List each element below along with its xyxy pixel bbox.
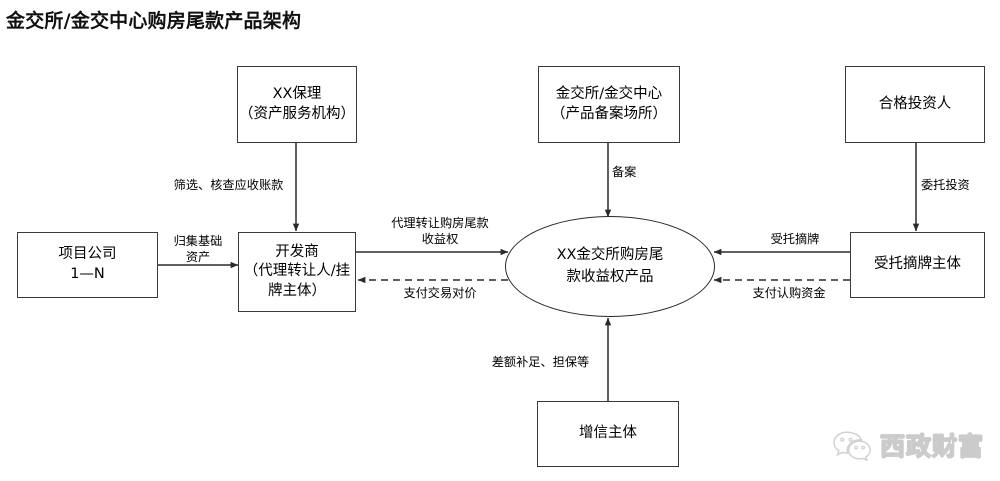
node-project-company-line2: 1—N [70,266,105,282]
edge-label-investor-to-bidder: 委托投资 [921,178,970,192]
edge-label-project-to-developer-line1: 归集基础 [173,234,223,248]
node-developer-line3: 牌主体） [268,282,326,299]
node-credit-enhancer-line1: 增信主体 [579,425,637,442]
node-exchange[interactable]: 金交所/金交中心 （产品备案场所） [538,66,680,143]
node-exchange-line1: 金交所/金交中心 [555,85,663,102]
node-bidder[interactable]: 受托摘牌主体 [850,232,985,298]
node-factoring-line2: （资产服务机构） [239,105,355,122]
node-factoring[interactable]: XX保理 （资产服务机构） [237,66,357,143]
node-credit-enhancer[interactable]: 增信主体 [537,401,679,467]
page-title: 金交所/金交中心购房尾款产品架构 [6,10,302,32]
node-developer[interactable]: 开发商 （代理转让人/挂 牌主体） [238,232,356,312]
node-exchange-line2: （产品备案场所） [551,105,667,122]
node-product[interactable]: XX金交所购房尾 款收益权产品 [505,216,715,317]
edge-label-enhancer-to-product: 差额补足、担保等 [491,355,590,369]
edge-label-bidder-to-product: 受托摘牌 [770,232,820,246]
watermark-brand: 西政财富 [879,432,984,462]
node-product-line2: 款收益权产品 [566,268,654,285]
node-developer-line2: （代理转让人/挂 [243,263,351,280]
edge-label-bidder-pay-product: 支付认购资金 [752,286,826,300]
node-project-company[interactable]: 项目公司 1—N [17,232,158,298]
edge-label-product-to-developer: 支付交易对价 [403,286,477,300]
node-product-line1: XX金交所购房尾 [556,247,664,264]
edge-label-factoring-to-developer: 筛选、核查应收账款 [173,178,284,192]
edge-label-project-to-developer-line2: 资产 [185,250,211,264]
wechat-icon [832,429,872,462]
node-project-company-line1: 项目公司 [58,246,117,263]
edge-label-developer-to-product-line1: 代理转让购房尾款 [391,216,489,230]
watermark: 西政财富 [832,427,984,463]
node-developer-line1: 开发商 [275,243,319,260]
edge-label-developer-to-product-line2: 收益权 [421,232,459,246]
node-bidder-line1: 受托摘牌主体 [874,256,961,273]
node-investor[interactable]: 合格投资人 [845,66,985,143]
node-factoring-line1: XX保理 [272,85,322,102]
node-investor-line1: 合格投资人 [878,95,952,112]
edge-label-exchange-to-product: 备案 [612,165,637,179]
